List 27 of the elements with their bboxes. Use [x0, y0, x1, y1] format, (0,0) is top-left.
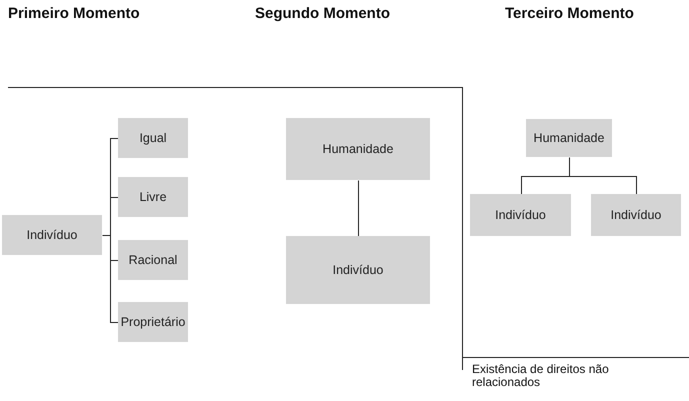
heading: Segundo Momento: [255, 6, 390, 22]
heading: Primeiro Momento: [8, 6, 140, 22]
connector-line: [569, 157, 637, 195]
box-label: Indivíduo: [610, 208, 662, 222]
concept-box: [526, 119, 612, 157]
box-label: Indivíduo: [26, 228, 78, 242]
note: Existência de direitos não relacionados: [472, 363, 610, 390]
box-label: Proprietário: [120, 315, 186, 329]
box-label: Humanidade: [534, 131, 604, 145]
concept-box: [118, 118, 188, 158]
concept-box: [118, 177, 188, 217]
connector-line: [358, 180, 359, 237]
concept-box: [591, 194, 681, 236]
box-label: Igual: [139, 131, 167, 145]
connector-line: [102, 235, 119, 323]
box-label: Racional: [128, 253, 178, 267]
concept-box: [2, 215, 102, 255]
concept-box: [470, 194, 571, 236]
heading: Terceiro Momento: [505, 6, 634, 22]
concept-box: [118, 302, 188, 342]
box-label: Indivíduo: [495, 208, 546, 222]
box-label: Livre: [139, 190, 167, 204]
concept-box: [286, 236, 430, 304]
box-label: Humanidade: [322, 142, 394, 156]
concept-box: [286, 118, 430, 180]
box-label: Indivíduo: [332, 263, 384, 277]
concept-box: [118, 240, 188, 280]
